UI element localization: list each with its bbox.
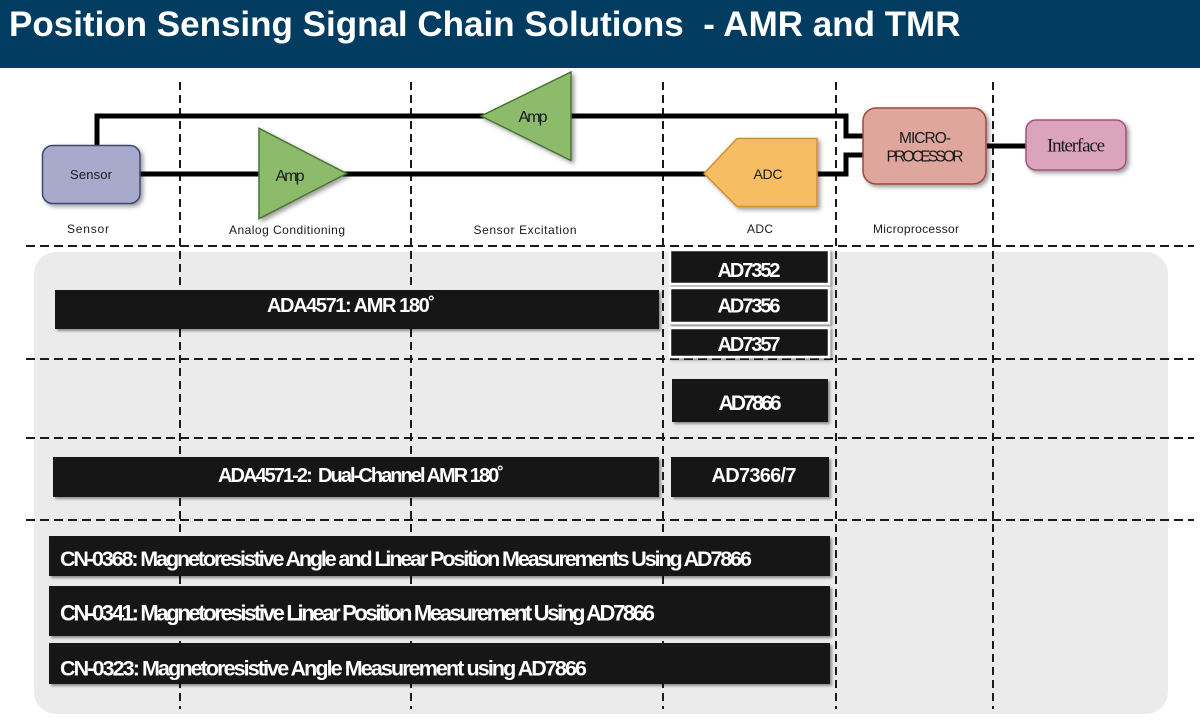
svg-text:AD7866: AD7866 bbox=[719, 392, 782, 415]
svg-text:CN-0368: Magnetoresistive Angl: CN-0368: Magnetoresistive Angle and Line… bbox=[60, 547, 752, 571]
svg-text:MICRO-: MICRO- bbox=[899, 130, 951, 147]
svg-text:ADA4571: AMR 180˚: ADA4571: AMR 180˚ bbox=[267, 294, 435, 317]
svg-text:ADC: ADC bbox=[747, 222, 773, 236]
svg-text:Sensor: Sensor bbox=[70, 167, 113, 182]
svg-text:AD7366/7: AD7366/7 bbox=[712, 465, 797, 487]
svg-text:Analog Conditioning: Analog Conditioning bbox=[229, 223, 345, 237]
svg-text:ADA4571-2: Dual-Channel AMR 1: ADA4571-2: Dual-Channel AMR 180˚ bbox=[218, 464, 504, 487]
svg-text:PROCESSOR: PROCESSOR bbox=[887, 149, 964, 166]
svg-text:AD7356: AD7356 bbox=[718, 296, 781, 318]
svg-text:Amp: Amp bbox=[519, 109, 548, 126]
svg-text:Sensor Excitation: Sensor Excitation bbox=[474, 223, 577, 237]
svg-text:Amp: Amp bbox=[276, 168, 305, 185]
svg-text:Interface: Interface bbox=[1047, 136, 1105, 157]
svg-text:AD7357: AD7357 bbox=[718, 334, 781, 356]
svg-text:CN-0341: Magnetoresistive Line: CN-0341: Magnetoresistive Linear Positio… bbox=[60, 601, 655, 626]
svg-text:Sensor: Sensor bbox=[67, 222, 109, 236]
svg-text:ADC: ADC bbox=[754, 166, 783, 182]
svg-text:Microprocessor: Microprocessor bbox=[873, 222, 959, 236]
svg-text:CN-0323: Magnetoresistive Angl: CN-0323: Magnetoresistive Angle Measurem… bbox=[60, 657, 587, 681]
svg-text:AD7352: AD7352 bbox=[718, 260, 781, 282]
